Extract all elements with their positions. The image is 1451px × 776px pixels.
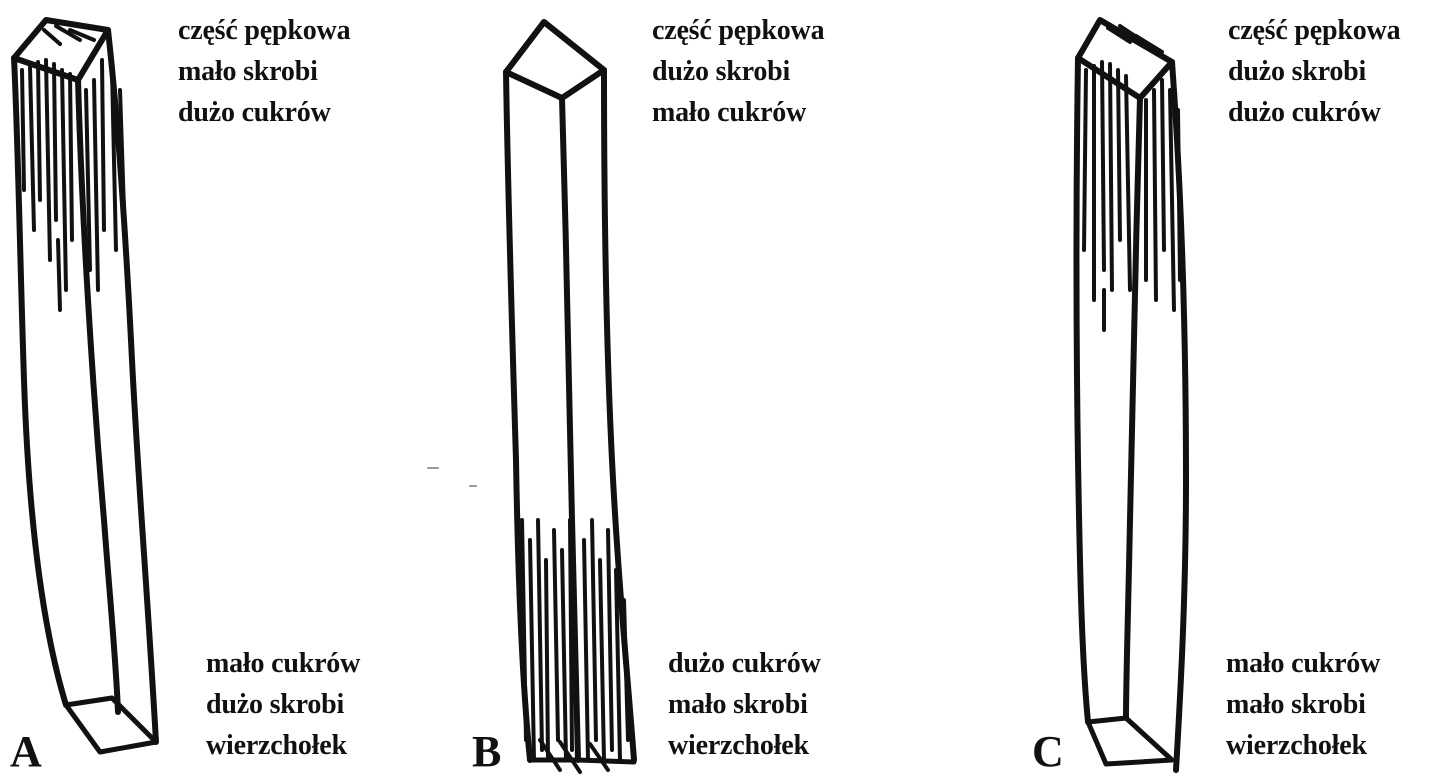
panel-c-letter: C <box>1032 730 1064 774</box>
panel-b-top-label-1: część pępkowa <box>652 10 824 51</box>
panel-c-top-labels: część pępkowa dużo skrobi dużo cukrów <box>1228 10 1400 133</box>
panel-b-top-labels: część pępkowa dużo skrobi mało cukrów <box>652 10 824 133</box>
panel-b-letter: B <box>472 730 501 774</box>
strip-a-front-edge <box>78 80 118 712</box>
panel-c-bottom-labels: mało cukrów mało skrobi wierzchołek <box>1226 643 1380 766</box>
stray-marks <box>428 468 476 486</box>
panel-a-top-label-3: dużo cukrów <box>178 92 350 133</box>
panel-a-letter: A <box>10 730 42 774</box>
panel-b-bottom-label-3: wierzchołek <box>668 725 821 766</box>
panel-b-top-label-3: mało cukrów <box>652 92 824 133</box>
panel-c-top-label-3: dużo cukrów <box>1228 92 1400 133</box>
strip-b-top-face <box>506 22 604 98</box>
panel-b-bottom-labels: dużo cukrów mało skrobi wierzchołek <box>668 643 821 766</box>
panel-c-top-label-2: dużo skrobi <box>1228 51 1400 92</box>
panel-a-bottom-label-1: mało cukrów <box>206 643 360 684</box>
strip-c-bottom-face <box>1088 718 1172 764</box>
panel-a-top-label-2: mało skrobi <box>178 51 350 92</box>
strip-a-hatching <box>22 26 124 310</box>
strip-c <box>1077 20 1187 770</box>
strip-b <box>506 22 634 772</box>
panel-a-bottom-labels: mało cukrów dużo skrobi wierzchołek <box>206 643 360 766</box>
panel-b-bottom-label-1: dużo cukrów <box>668 643 821 684</box>
strip-a <box>14 20 156 752</box>
panel-b-bottom-label-2: mało skrobi <box>668 684 821 725</box>
panel-c-bottom-label-2: mało skrobi <box>1226 684 1380 725</box>
panel-c-bottom-label-1: mało cukrów <box>1226 643 1380 684</box>
panel-a-top-labels: część pępkowa mało skrobi dużo cukrów <box>178 10 350 133</box>
panel-c-bottom-label-3: wierzchołek <box>1226 725 1380 766</box>
strip-a-bottom-face <box>66 698 156 752</box>
panel-a-bottom-label-2: dużo skrobi <box>206 684 360 725</box>
panel-c-top-label-1: część pępkowa <box>1228 10 1400 51</box>
panel-a-bottom-label-3: wierzchołek <box>206 725 360 766</box>
panel-b-top-label-2: dużo skrobi <box>652 51 824 92</box>
panel-a-top-label-1: część pępkowa <box>178 10 350 51</box>
